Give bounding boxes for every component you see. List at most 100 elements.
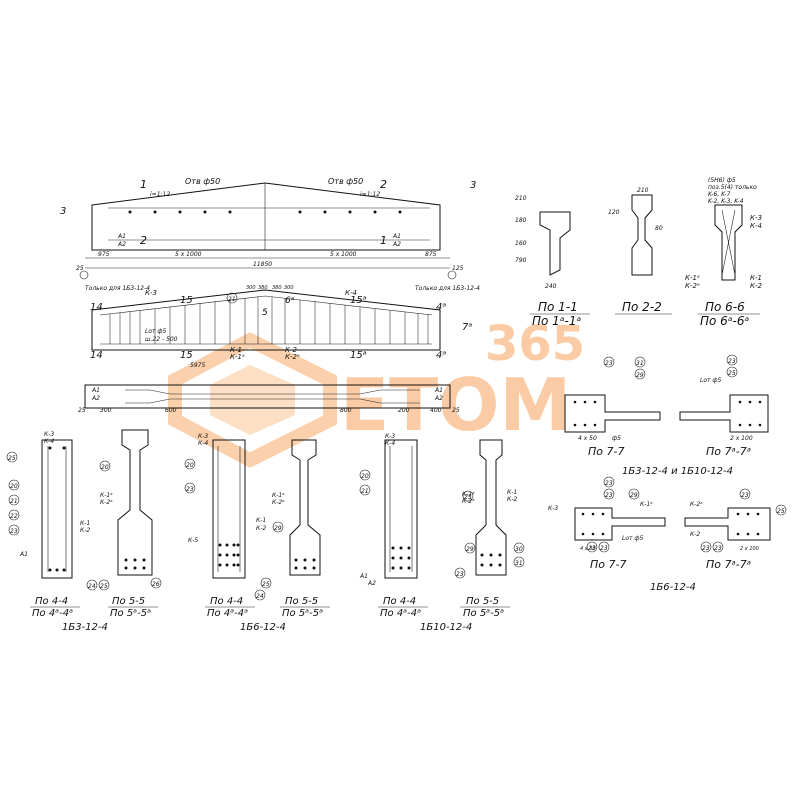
g1-label-k1: К-1 xyxy=(80,520,90,527)
g2-marker-2: 23 xyxy=(186,486,194,493)
s11-dim-5: 240 xyxy=(545,283,557,290)
s77b-marker-2: 23 xyxy=(605,492,613,499)
dim-right-span: 5 x 1000 xyxy=(330,251,357,258)
kt-label-k3: К-3 xyxy=(145,289,157,297)
s11-dim-4: 790 xyxy=(515,257,527,264)
cut-label-6: 3 xyxy=(470,180,476,191)
g1-marker-2: 20 xyxy=(10,483,18,490)
g2-marker-5: 29 xyxy=(274,525,282,532)
g3-label-k4: К-4 xyxy=(385,440,395,447)
g1-group-title: 1Б3-12-4 xyxy=(62,622,108,633)
cut-mark-15a-top: 15ᵃ xyxy=(350,295,367,306)
s77b-marker-1: 23 xyxy=(605,480,613,487)
g1-label-k2a: К-2ᵃ xyxy=(100,499,113,506)
dim-left-span: 5 x 1000 xyxy=(175,251,202,258)
g1-title-44: По 4-4 xyxy=(35,596,68,607)
dim-small-125: 125 xyxy=(452,265,464,272)
g3-title-55a: По 5ᵃ-5ᵃ xyxy=(463,608,504,619)
s77b-right-title: По 7ᵃ-7ᵃ xyxy=(706,558,751,571)
g3-marker-5: 29 xyxy=(466,546,474,553)
s22-dim-3: 120 xyxy=(608,209,620,216)
g2-marker-1: 20 xyxy=(186,462,194,469)
beam-elevation: Отв ф50 Отв ф50 i=1:12 i=1:12 1 2 2 1 3 … xyxy=(60,177,476,280)
dim-left-end: 975 xyxy=(98,251,110,258)
section-7-7-bottom: 23 23 29 23 23 23 23 23 25 К-3 К-1ᵃ К-2ᵃ… xyxy=(548,476,787,593)
g2-title-55: По 5-5 xyxy=(285,596,318,607)
plan-dim-5: 200 xyxy=(398,407,410,414)
kt-label-k2: К-2 xyxy=(285,346,297,354)
cut-mark-4a-bottom: 4ᵃ xyxy=(436,350,446,361)
plan-dim-3: 600 xyxy=(165,407,177,414)
s77b-marker-9: 25 xyxy=(777,508,785,515)
g3-label-k1a: К-1ᵃ xyxy=(462,491,475,498)
s66-title: По 6-6 xyxy=(705,300,745,314)
g3-title-55: По 5-5 xyxy=(466,596,499,607)
watermark-logo-icon xyxy=(168,332,337,468)
dim-right-end: 875 xyxy=(425,251,437,258)
g3-marker-7: 31 xyxy=(515,560,523,567)
g2-title-55a: По 5ᵃ-5ᵃ xyxy=(282,608,323,619)
plan-dim-1: 25 xyxy=(78,407,86,414)
g3-marker-4: 25 xyxy=(464,494,472,501)
end-label-a2-right: А2 xyxy=(392,241,401,248)
rebar-dots-bottom xyxy=(581,512,760,536)
g3-label-k2a: К-2ᵃ xyxy=(462,498,475,505)
cut-mark-7a: 7ᵃ xyxy=(462,322,472,333)
sections-group-1b3: К-3 К-4 К-1 К-2 К-1ᵃ К-2ᵃ А1 25 20 21 22… xyxy=(6,429,162,633)
s77t-marker-4: 23 xyxy=(728,358,736,365)
right-note: Только для 1Б3-12-4 xyxy=(415,285,480,292)
s66-label-k1a: К-1ᵃ xyxy=(685,274,700,282)
g1-marker-5: 23 xyxy=(10,528,18,535)
plan-label-a1-left: А1 xyxy=(91,387,100,394)
section-2-2: 210 80 120 По 2-2 xyxy=(608,187,672,315)
plan-section-3-3: 25 300 600 800 200 400 25 А1 А2 А1 А2 xyxy=(78,384,460,414)
g2-marker-4: 25 xyxy=(262,581,270,588)
s22-title: По 2-2 xyxy=(622,300,662,314)
s66-note-1: (5Н6) ф5 xyxy=(708,177,736,184)
g2-label-k5: К-5 xyxy=(188,537,198,544)
g1-label-k3: К-3 xyxy=(44,431,54,438)
overall-length: 11850 xyxy=(253,261,272,268)
kt-label-k1a: К-1ᵃ xyxy=(230,353,245,361)
cut-mark-15a-bottom: 15ᵃ xyxy=(350,350,367,361)
dim-top-3: 380 xyxy=(272,285,282,291)
g2-title-44a: По 4ᵃ-4ᵃ xyxy=(207,608,248,619)
beam-holes xyxy=(128,210,402,214)
s77t-note-3: 2 х 100 xyxy=(730,435,753,442)
g2-marker-3: 24 xyxy=(256,593,264,600)
dim-mid-half: 5975 xyxy=(190,362,205,369)
s66-label-k3: К-3 xyxy=(750,214,762,222)
dim-top-4: 300 xyxy=(284,285,294,291)
sections-group-1b10: К-3 К-4 К-1 К-2 К-1ᵃ К-2ᵃ А1 А2 20 21 23… xyxy=(359,433,525,633)
s66-label-k2: К-2 xyxy=(750,282,762,290)
s77b-marker-8: 23 xyxy=(714,545,722,552)
kt-label-k4: К-4 xyxy=(345,289,357,297)
item-marker-21: 21 xyxy=(228,296,236,303)
plan-dim-6: 400 xyxy=(430,407,442,414)
section-6-6: (5Н6) ф5 поз.5(4) только K-6, K-7 K-2, K… xyxy=(685,177,762,328)
g1-marker-6: 24 xyxy=(88,583,96,590)
g2-label-k2a: К-2ᵃ xyxy=(272,499,285,506)
s77b-marker-3: 29 xyxy=(630,492,638,499)
g3-marker-6: 30 xyxy=(515,546,523,553)
g2-label-k4: К-4 xyxy=(198,440,208,447)
s66-label-k2a: К-2ᵃ xyxy=(685,282,700,290)
rebar-dots xyxy=(573,400,762,427)
g1-marker-4: 22 xyxy=(10,513,18,520)
holes-left-label: Отв ф50 xyxy=(185,177,220,186)
s77t-marker-5: 25 xyxy=(728,370,736,377)
g2-title-44: По 4-4 xyxy=(210,596,243,607)
g1-marker-3: 21 xyxy=(10,498,18,505)
s66-note-4: K-2, K-3, K-4 xyxy=(708,198,744,205)
s77b-note-1: К-3 xyxy=(548,505,558,512)
axis-marker-right xyxy=(447,270,457,280)
end-label-a1-left: А1 xyxy=(117,233,126,240)
slope-note: Lот ф5 xyxy=(145,328,167,335)
g3-label-k3: К-3 xyxy=(385,433,395,440)
left-note: Только для 1Б3-12-4 xyxy=(85,285,150,292)
g1-marker-7: 25 xyxy=(100,583,108,590)
s77t-note-2: ф5 xyxy=(612,435,621,442)
end-label-a2-left: А2 xyxy=(117,241,126,248)
g1-title-55: По 5-5 xyxy=(112,596,145,607)
s11-title: По 1-1 xyxy=(538,300,578,314)
